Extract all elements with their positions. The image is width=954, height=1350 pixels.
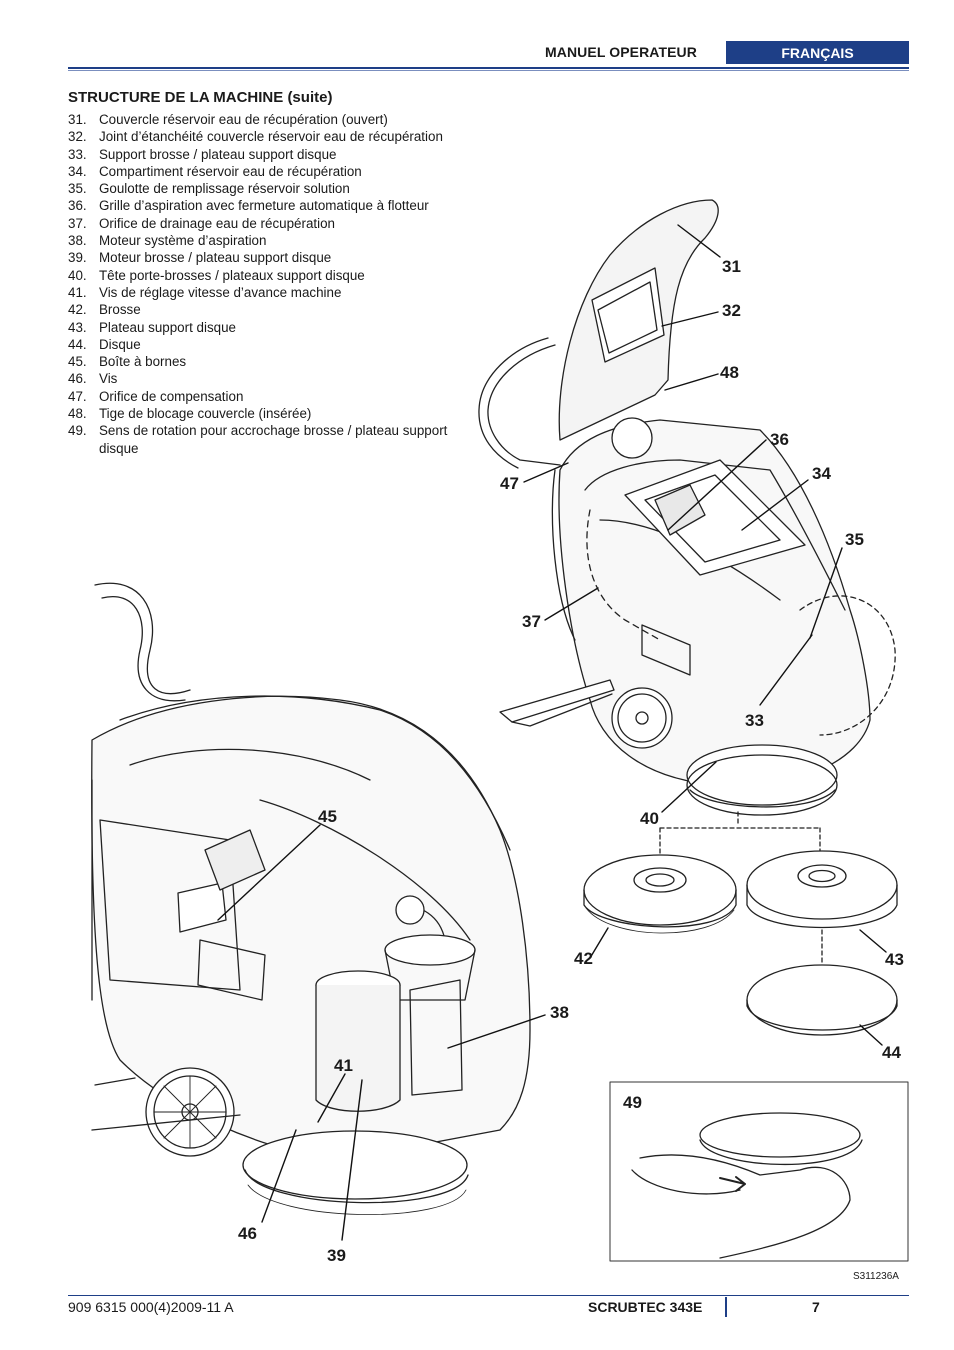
footer-divider: [725, 1297, 727, 1317]
callout-42: 42: [574, 949, 593, 968]
callout-44: 44: [882, 1043, 901, 1062]
list-item: 44.Disque: [68, 336, 141, 352]
callout-34: 34: [812, 464, 831, 483]
lower-machine-drawing: [91, 582, 531, 1215]
list-item: 41.Vis de réglage vitesse d’avance machi…: [68, 284, 342, 300]
list-item: 49.Sens de rotation pour accrochage bros…: [68, 423, 448, 456]
list-item: 32.Joint d’étanchéité couvercle réservoi…: [68, 129, 443, 145]
callout-35: 35: [845, 530, 864, 549]
list-item: 35.Goulotte de remplissage réservoir sol…: [68, 181, 350, 197]
footer-rule: [68, 1295, 909, 1296]
header-rule: [68, 67, 909, 69]
header-manual-label: MANUEL OPERATEUR: [545, 44, 697, 60]
list-item: 46.Vis: [68, 371, 118, 387]
callout-38: 38: [550, 1003, 569, 1022]
list-item: 47.Orifice de compensation: [68, 388, 244, 404]
list-item: 48.Tige de blocage couvercle (insérée): [68, 406, 312, 422]
list-item: 31.Couvercle réservoir eau de récupérati…: [68, 112, 388, 127]
callout-labels: 31 32 48 36 34 35 47 37 33 40 45 42 43 3…: [238, 257, 904, 1265]
list-item: 42.Brosse: [68, 302, 141, 318]
leader-lines: [217, 224, 887, 1241]
callout-40: 40: [640, 809, 659, 828]
callout-39: 39: [327, 1246, 346, 1265]
footer-doc-number: 909 6315 000(4)2009-11 A: [68, 1299, 234, 1315]
inset-frame: [609, 1081, 909, 1262]
callout-36: 36: [770, 430, 789, 449]
list-item: 37.Orifice de drainage eau de récupérati…: [68, 215, 335, 231]
header-rule-thin: [68, 70, 909, 71]
list-item: 43.Plateau support disque: [68, 319, 236, 335]
callout-31: 31: [722, 257, 741, 276]
list-item: 45.Boîte à bornes: [68, 354, 187, 370]
callout-43: 43: [885, 950, 904, 969]
callout-33: 33: [745, 711, 764, 730]
list-item: 33.Support brosse / plateau support disq…: [68, 146, 337, 162]
upper-machine-drawing: [478, 199, 896, 816]
callout-32: 32: [722, 301, 741, 320]
section-title: STRUCTURE DE LA MACHINE (suite): [68, 89, 333, 106]
list-item: 40.Tête porte-brosses / plateaux support…: [68, 267, 365, 283]
list-item: 38.Moteur système d’aspiration: [68, 233, 267, 249]
callout-48: 48: [720, 363, 739, 382]
list-item: 34.Compartiment réservoir eau de récupér…: [68, 163, 362, 179]
callout-46: 46: [238, 1224, 257, 1243]
list-item: 39.Moteur brosse / plateau support disqu…: [68, 250, 332, 266]
callout-49: 49: [623, 1093, 642, 1112]
footer-product-name: SCRUBTEC 343E: [588, 1299, 703, 1315]
callout-41: 41: [334, 1056, 353, 1075]
inset-rotation-drawing: [631, 1112, 863, 1259]
parts-list: 31.Couvercle réservoir eau de récupérati…: [68, 111, 488, 457]
callout-47: 47: [500, 474, 519, 493]
page-number: 7: [812, 1299, 820, 1315]
figure-reference: S311236A: [853, 1271, 899, 1282]
callout-37: 37: [522, 612, 541, 631]
brush-options-drawing: [583, 811, 898, 1036]
list-item: 36.Grille d’aspiration avec fermeture au…: [68, 198, 429, 214]
callout-45: 45: [318, 807, 337, 826]
header-language-badge: FRANÇAIS: [726, 41, 909, 64]
